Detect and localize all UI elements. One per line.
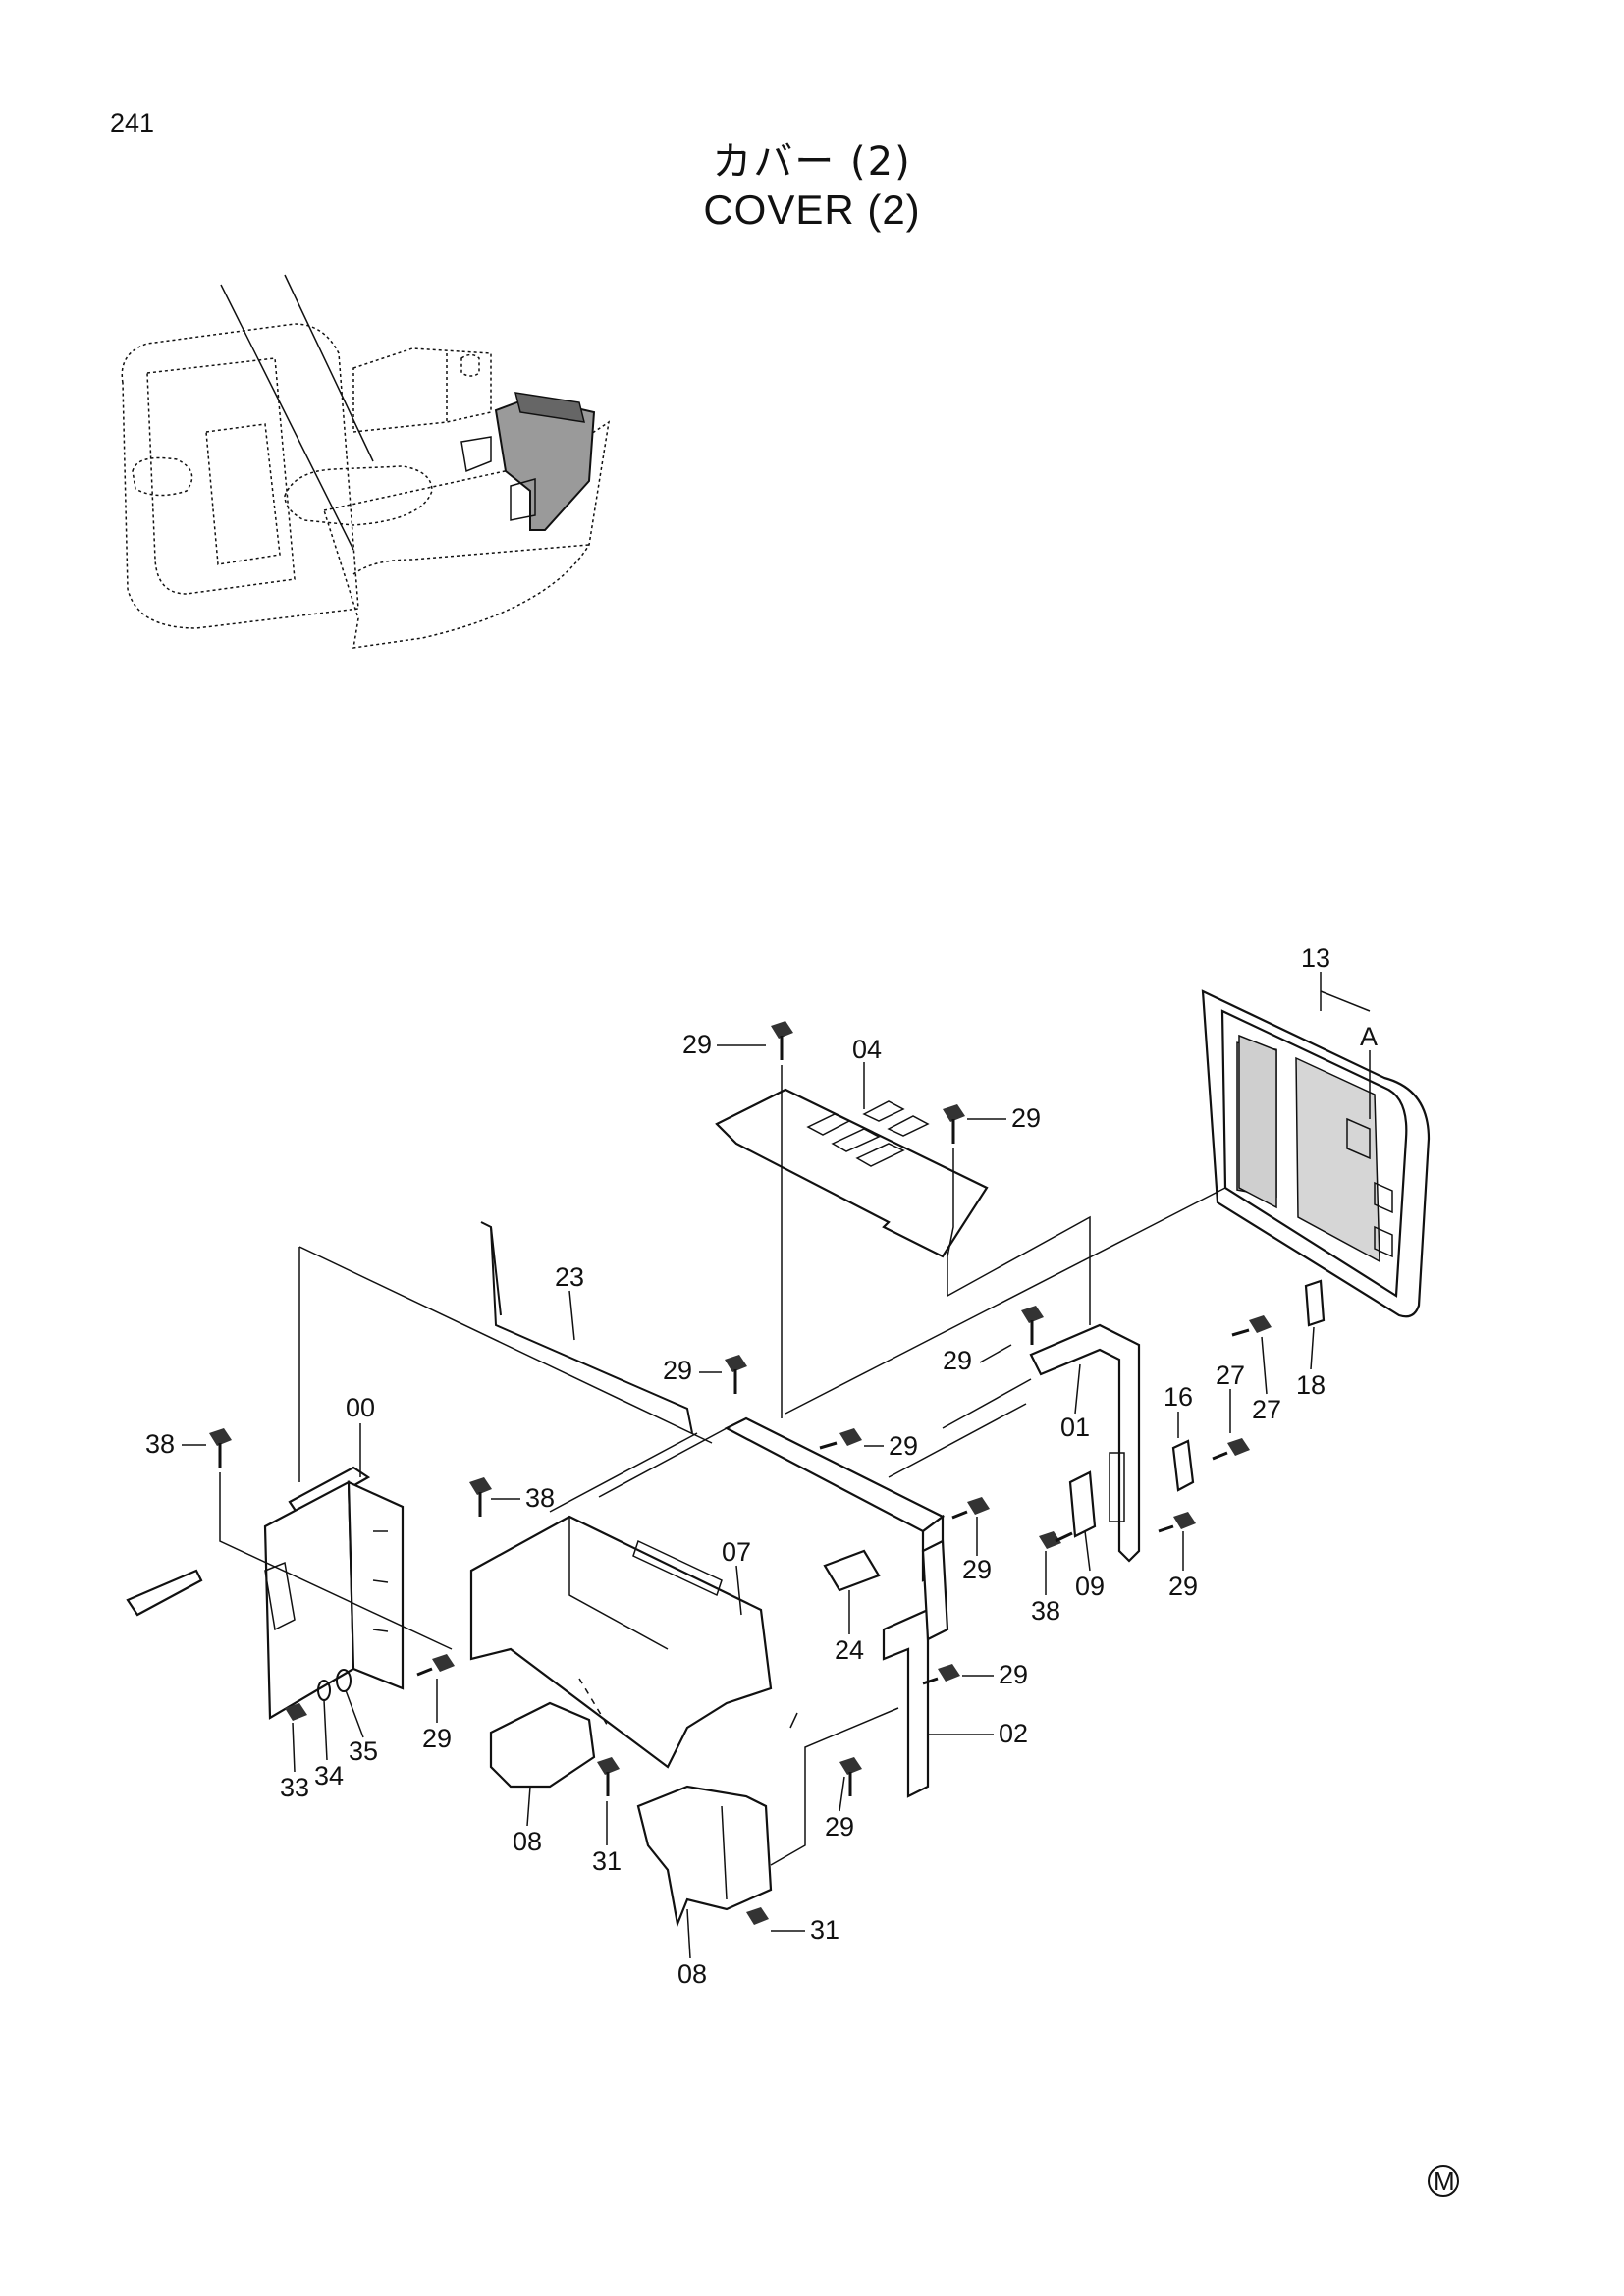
part-07-under-cover <box>469 1515 773 1769</box>
callout-labels: 13 A 29 04 29 23 29 29 38 00 38 29 01 16… <box>145 943 1378 1989</box>
bolt-icon <box>943 1104 965 1144</box>
bolt-icon <box>839 1757 862 1796</box>
callout-31: 31 <box>592 1846 622 1876</box>
callout-29: 29 <box>682 1030 712 1059</box>
callout-20: 16 <box>1164 1382 1193 1412</box>
callout-02: 02 <box>999 1719 1028 1748</box>
bolt-icon <box>209 1428 232 1468</box>
callout-29: 29 <box>889 1431 918 1461</box>
washer-icon <box>336 1669 352 1692</box>
bolt-icon <box>819 1428 862 1450</box>
bolt-icon <box>746 1907 769 1925</box>
bolt-icon <box>725 1355 747 1394</box>
callout-01: 01 <box>1060 1413 1090 1442</box>
callout-16: 09 <box>1075 1572 1105 1601</box>
callout-08: 08 <box>677 1959 707 1989</box>
part-00-left-frame <box>126 1466 405 1720</box>
bolt-icons <box>209 1021 1272 1925</box>
part-23-rod <box>480 1221 693 1434</box>
callout-29: 29 <box>422 1724 452 1753</box>
bolt-icon <box>416 1654 455 1677</box>
callout-18: 18 <box>1296 1370 1326 1400</box>
bolt-icon <box>1021 1306 1044 1345</box>
callout-31: 31 <box>810 1915 839 1945</box>
page-number: 241 <box>110 108 155 137</box>
callout-29: 29 <box>825 1812 854 1842</box>
callout-38: 38 <box>1031 1596 1060 1626</box>
bolt-icon <box>597 1757 620 1796</box>
part-09-bracket <box>489 1701 596 1789</box>
callout-24: 24 <box>835 1635 864 1665</box>
callout-29: 29 <box>663 1356 692 1385</box>
part-02-support-leg <box>882 1539 949 1798</box>
bolt-icon <box>1039 1531 1073 1549</box>
callout-29: 29 <box>999 1660 1028 1689</box>
part-01-right-frame <box>1029 1323 1141 1563</box>
callout-34: 34 <box>314 1761 344 1790</box>
nut-icon <box>285 1703 307 1721</box>
bolt-icon <box>469 1477 492 1517</box>
small-brackets <box>823 1279 1326 1592</box>
assembly-guide-lines <box>219 1065 1226 1866</box>
manufacturer-mark-letter: M <box>1434 2166 1455 2196</box>
callout-29: 29 <box>943 1346 972 1375</box>
callout-27: 27 <box>1216 1361 1245 1390</box>
callout-29: 29 <box>962 1555 992 1584</box>
bolt-icon <box>1231 1315 1272 1337</box>
callout-13: 13 <box>1301 943 1330 973</box>
manufacturer-mark: M <box>1428 2165 1459 2197</box>
title-japanese: カバー (2) <box>712 139 912 185</box>
callout-33: 33 <box>280 1773 309 1802</box>
bolt-icon <box>922 1664 960 1685</box>
bolt-icon <box>771 1021 793 1060</box>
part-04-top-plate <box>715 1088 989 1258</box>
bolt-icon <box>951 1497 990 1520</box>
callout-23: 23 <box>555 1262 584 1292</box>
callout-35: 35 <box>349 1736 378 1766</box>
bolt-icon <box>1212 1438 1250 1461</box>
part-08-side-cover <box>636 1785 773 1928</box>
callout-00: 00 <box>346 1393 375 1422</box>
part-13-mesh-cover <box>1201 989 1431 1318</box>
callout-27: 27 <box>1252 1395 1281 1424</box>
callout-38: 38 <box>145 1429 175 1459</box>
callout-29: 29 <box>1168 1572 1198 1601</box>
callout-A: A <box>1360 1022 1378 1051</box>
excavator-overview-illustration <box>121 274 611 649</box>
callout-09: 08 <box>513 1827 542 1856</box>
callout-29: 29 <box>1011 1103 1041 1133</box>
callout-38: 38 <box>525 1483 555 1513</box>
title-english: COVER (2) <box>703 187 921 233</box>
callout-04: 04 <box>852 1035 882 1064</box>
callout-07: 07 <box>722 1537 751 1567</box>
bolt-icon <box>1158 1512 1196 1533</box>
